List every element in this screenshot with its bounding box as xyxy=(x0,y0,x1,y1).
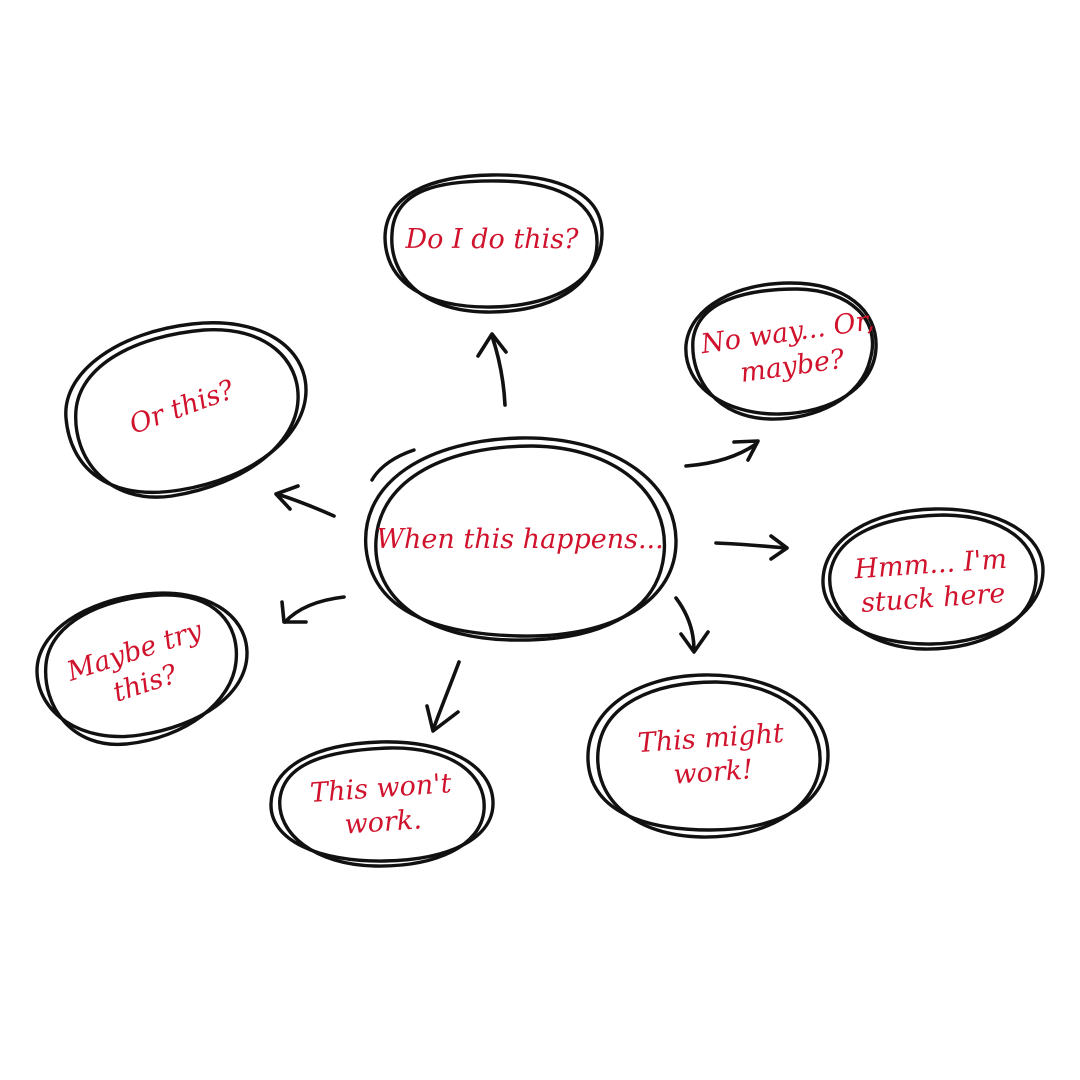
center-label: When this happens... xyxy=(376,523,663,557)
bubble-upper-right xyxy=(684,281,878,421)
arrow-to-lower-right xyxy=(674,596,710,654)
bubble-bottom-label: This won't work. xyxy=(309,767,455,845)
arrow-to-right xyxy=(714,534,789,561)
bubble-lower-left xyxy=(35,591,249,747)
arrow-to-lower-left xyxy=(280,595,346,624)
center-label-line: When this happens... xyxy=(376,524,664,555)
arrow-to-upper-left xyxy=(274,484,336,518)
bubble-right-label: Hmm... I'm stuck here xyxy=(853,543,1010,621)
bubble-upper-left xyxy=(64,321,308,499)
bubble-lower-right xyxy=(586,673,830,839)
bubble-center xyxy=(364,436,678,642)
bubble-bottom xyxy=(269,740,495,868)
bubble-lower-right-label: This might work! xyxy=(637,717,788,795)
arrow-to-bottom xyxy=(425,660,461,733)
bubble-top-label-line: Do I do this? xyxy=(405,224,579,255)
bubble-right xyxy=(821,507,1045,651)
bubble-top-label: Do I do this? xyxy=(405,223,578,257)
bubble-top xyxy=(383,173,604,314)
arrow-to-upper-right xyxy=(684,439,760,468)
arrow-to-top xyxy=(476,332,508,407)
